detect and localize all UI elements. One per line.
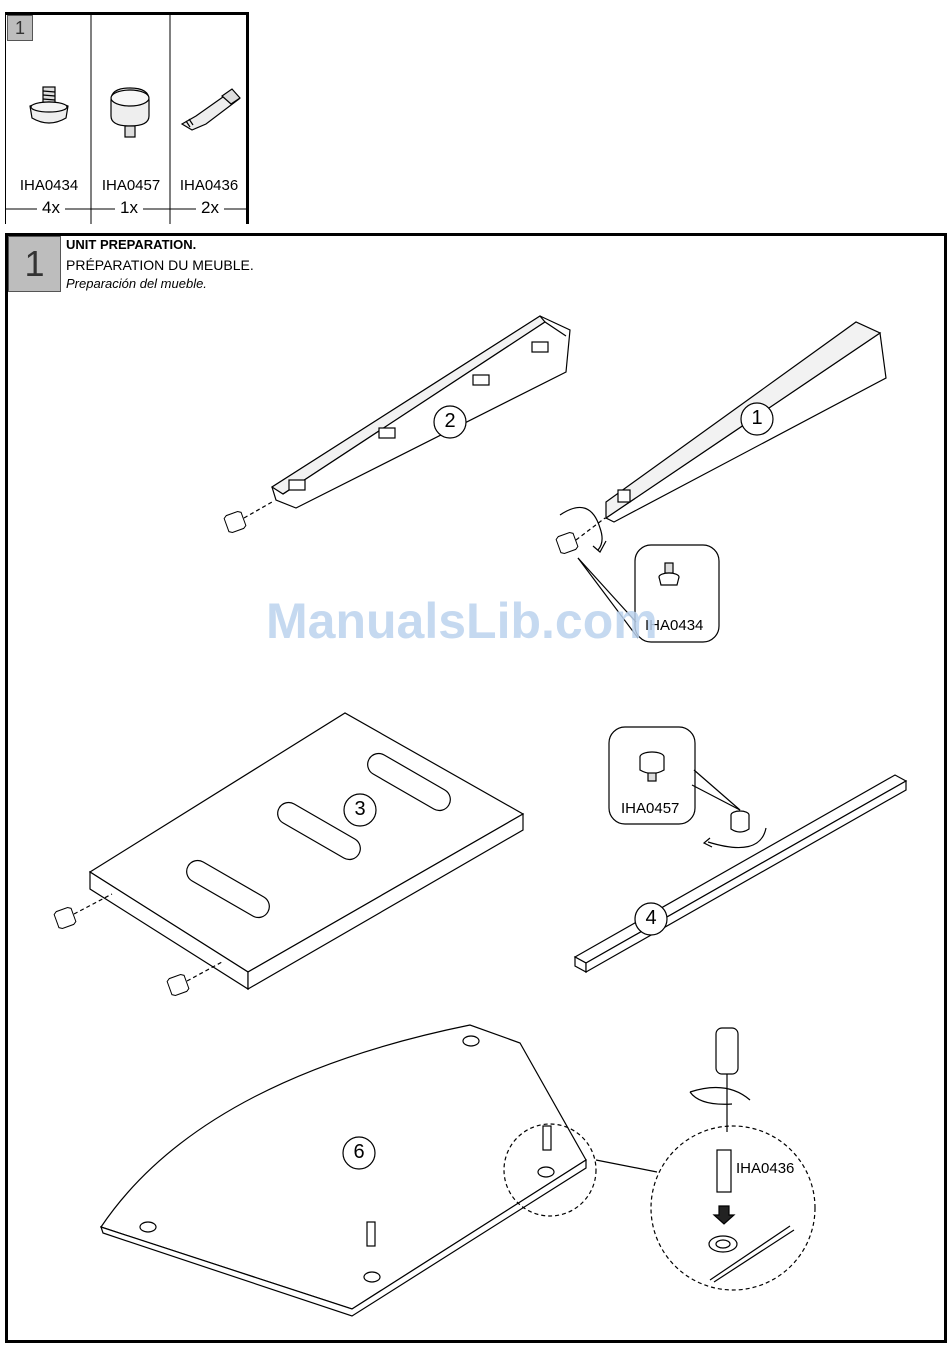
step-number-badge: 1 <box>8 236 61 292</box>
part-qty-3: 2x <box>196 198 224 218</box>
part-code-2: IHA0457 <box>92 177 170 194</box>
part-qty-1: 4x <box>37 198 65 218</box>
detail-label-b: IHA0457 <box>621 800 679 817</box>
detail-label-c: IHA0436 <box>736 1160 794 1177</box>
part-code-3: IHA0436 <box>171 177 247 194</box>
step-title-es: Preparación del mueble. <box>66 276 207 291</box>
callout-part-6: 6 <box>349 1141 369 1164</box>
step-panel <box>5 233 947 1343</box>
step-title-fr: PRÉPARATION DU MEUBLE. <box>66 257 254 273</box>
part-qty-2: 1x <box>115 198 143 218</box>
callout-part-2: 2 <box>440 410 460 433</box>
parts-panel-badge: 1 <box>7 15 33 41</box>
callout-part-1: 1 <box>747 407 767 430</box>
callout-part-4: 4 <box>641 907 661 930</box>
step-title-en: UNIT PREPARATION. <box>66 237 196 252</box>
watermark: ManualsLib.com <box>266 592 658 650</box>
part-code-1: IHA0434 <box>8 177 90 194</box>
callout-part-3: 3 <box>350 798 370 821</box>
